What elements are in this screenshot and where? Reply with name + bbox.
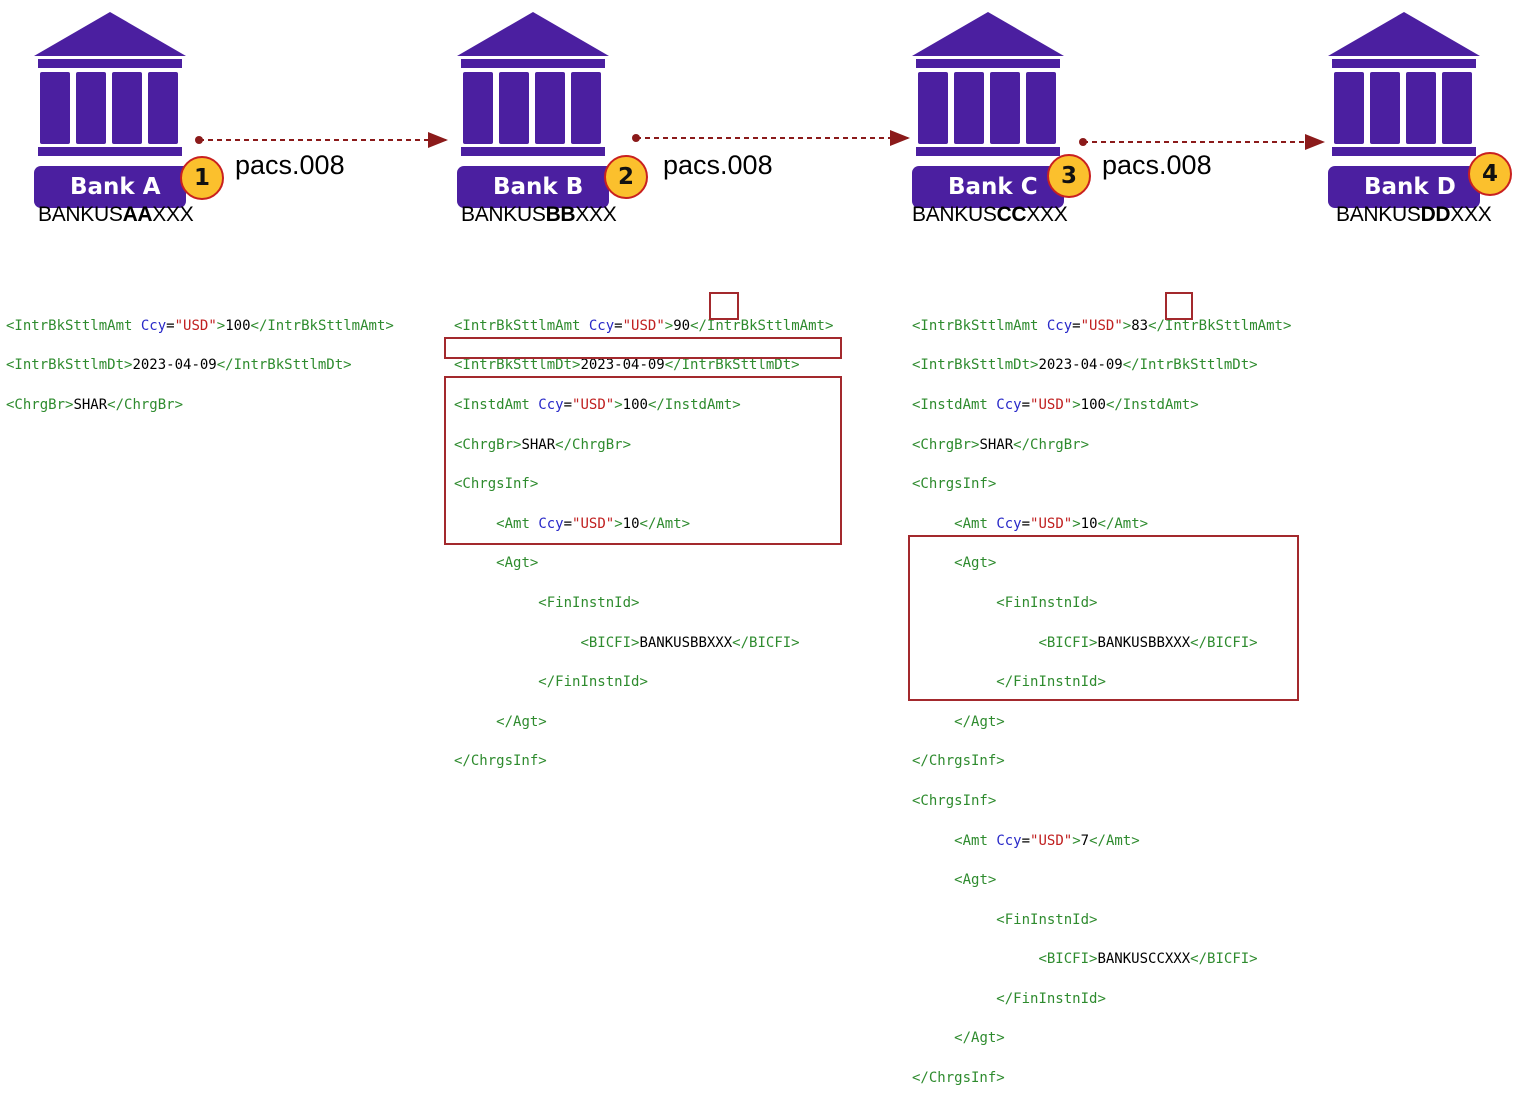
xml-line-charge-amount: <Amt Ccy="USD">10</Amt> <box>496 515 691 532</box>
bank-a: Bank A <box>34 12 186 208</box>
xml-line-settlement-amount: <IntrBkSttlmAmt Ccy="USD">83</IntrBkSttl… <box>912 317 1292 334</box>
xml-line-settlement-date: <IntrBkSttlmDt>2023-04-09</IntrBkSttlmDt… <box>912 357 1258 374</box>
bank-building-icon <box>34 12 186 156</box>
xml-line-fininstnid-open: <FinInstnId> <box>538 594 640 611</box>
bank-b: Bank B <box>457 12 609 208</box>
step-badge-4: 4 <box>1468 152 1512 196</box>
arrow-a-to-b <box>195 132 448 148</box>
xml-line-instructed-amount: <InstdAmt Ccy="USD">100</InstdAmt> <box>454 396 741 413</box>
message-label-1: pacs.008 <box>235 150 345 180</box>
highlight-charges-info-b <box>444 376 842 545</box>
xml-line-fininstnid-open: <FinInstnId> <box>996 911 1098 928</box>
highlight-charges-info-c <box>908 535 1299 701</box>
xml-line-charge-bearer: <ChrgBr>SHAR</ChrgBr> <box>6 396 184 413</box>
xml-line-settlement-amount: <IntrBkSttlmAmt Ccy="USD">100</IntrBkStt… <box>6 317 394 334</box>
xml-line-charges-close: </ChrgsInf> <box>454 753 547 770</box>
highlight-settlement-amount-b <box>709 292 739 320</box>
bic-bank-c: BANKUSCCXXX <box>912 203 1068 226</box>
xml-line-charges-open: <ChrgsInf> <box>454 476 539 493</box>
xml-line-agent-close: </Agt> <box>954 713 1005 730</box>
xml-line-fininstnid-open: <FinInstnId> <box>996 594 1098 611</box>
bic-bank-a: BANKUSAAXXX <box>38 203 194 226</box>
xml-block-bank-c: <IntrBkSttlmAmt Ccy="USD">83</IntrBkSttl… <box>912 297 1291 1109</box>
message-label-3: pacs.008 <box>1102 150 1212 180</box>
arrow-b-to-c <box>632 130 910 146</box>
xml-line-fininstnid-close: </FinInstnId> <box>538 674 648 691</box>
xml-line-charge-amount: <Amt Ccy="USD">10</Amt> <box>954 515 1149 532</box>
step-badge-1: 1 <box>180 156 224 200</box>
arrow-c-to-d <box>1079 134 1325 150</box>
bank-building-icon <box>1328 12 1480 156</box>
bank-building-icon <box>912 12 1064 156</box>
step-badge-3: 3 <box>1047 154 1091 198</box>
xml-line-settlement-date: <IntrBkSttlmDt>2023-04-09</IntrBkSttlmDt… <box>6 357 352 374</box>
highlight-instructed-amount-b <box>444 337 842 359</box>
xml-line-agent-close: </Agt> <box>496 713 547 730</box>
xml-line-bicfi: <BICFI>BANKUSBBXXX</BICFI> <box>1038 634 1258 651</box>
xml-line-settlement-date: <IntrBkSttlmDt>2023-04-09</IntrBkSttlmDt… <box>454 357 800 374</box>
bank-name: Bank D <box>1328 166 1480 208</box>
xml-line-bicfi: <BICFI>BANKUSCCXXX</BICFI> <box>1038 951 1258 968</box>
xml-line-agent-close: </Agt> <box>954 1030 1005 1047</box>
xml-line-charge-bearer: <ChrgBr>SHAR</ChrgBr> <box>454 436 632 453</box>
xml-line-agent-open: <Agt> <box>954 555 997 572</box>
xml-line-charges-close: </ChrgsInf> <box>912 753 1005 770</box>
bank-d: Bank D <box>1328 12 1480 208</box>
xml-line-fininstnid-close: </FinInstnId> <box>996 990 1106 1007</box>
bank-name: Bank A <box>34 166 186 208</box>
flow-arrows <box>195 130 1325 150</box>
xml-block-bank-a: <IntrBkSttlmAmt Ccy="USD">100</IntrBkStt… <box>6 297 394 436</box>
xml-line-agent-open: <Agt> <box>496 555 539 572</box>
xml-line-charge-amount: <Amt Ccy="USD">7</Amt> <box>954 832 1140 849</box>
xml-line-charges-close: </ChrgsInf> <box>912 1070 1005 1087</box>
xml-line-agent-open: <Agt> <box>954 872 997 889</box>
bic-bank-b: BANKUSBBXXX <box>461 203 617 226</box>
xml-line-bicfi: <BICFI>BANKUSBBXXX</BICFI> <box>580 634 800 651</box>
bic-bank-d: BANKUSDDXXX <box>1336 203 1492 226</box>
step-badge-2: 2 <box>604 155 648 199</box>
bank-name: Bank C <box>912 166 1064 208</box>
xml-line-charges-open: <ChrgsInf> <box>912 792 997 809</box>
xml-line-charge-bearer: <ChrgBr>SHAR</ChrgBr> <box>912 436 1090 453</box>
bank-c: Bank C <box>912 12 1064 208</box>
xml-line-fininstnid-close: </FinInstnId> <box>996 674 1106 691</box>
xml-line-instructed-amount: <InstdAmt Ccy="USD">100</InstdAmt> <box>912 396 1199 413</box>
bank-name: Bank B <box>457 166 609 208</box>
bank-building-icon <box>457 12 609 156</box>
xml-line-charges-open: <ChrgsInf> <box>912 476 997 493</box>
highlight-settlement-amount-c <box>1165 292 1193 320</box>
xml-line-settlement-amount: <IntrBkSttlmAmt Ccy="USD">90</IntrBkSttl… <box>454 317 834 334</box>
message-label-2: pacs.008 <box>663 150 773 180</box>
